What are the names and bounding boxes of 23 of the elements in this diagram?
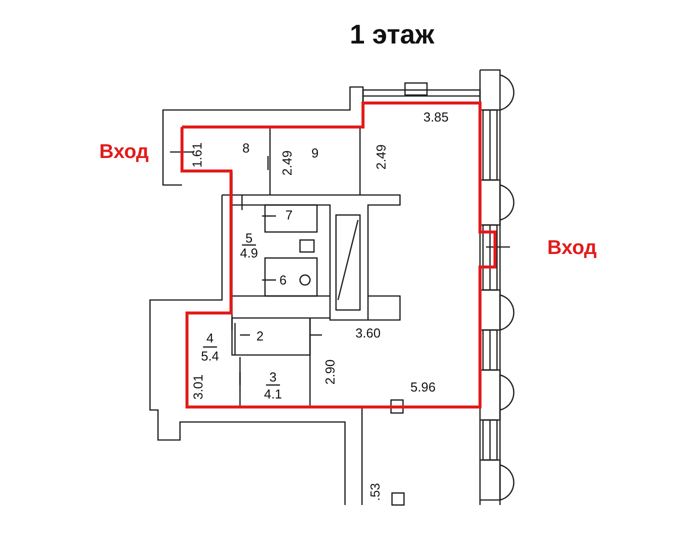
room-number: 3 [269,370,277,384]
room-number: 9 [311,146,319,160]
title: 1 этаж [350,20,434,50]
room-number: 7 [285,208,293,222]
room-number: 5 [245,232,253,244]
dimension-label: .53 [368,482,382,502]
dimension-label: 5.4 [200,350,220,362]
dimension-label: 2.49 [280,150,294,176]
entrance-label: Вход [547,238,597,258]
room-number: 6 [279,274,287,286]
dimension-label: 3.60 [355,326,381,340]
room-number: 2 [256,330,264,342]
dimension-label: 2.49 [374,144,388,170]
room-number: 4 [206,332,214,344]
entrance-label: Вход [99,142,149,162]
dimension-label: 3.01 [192,374,204,400]
room-number: 8 [242,142,250,154]
dimension-label: 4.9 [240,246,258,260]
dimension-label: 4.1 [264,388,282,400]
dimension-label: 3.85 [423,110,449,124]
dimension-label: 1.61 [190,142,204,168]
dimension-label: 2.90 [324,359,336,385]
dimension-label: 5.96 [410,380,436,394]
